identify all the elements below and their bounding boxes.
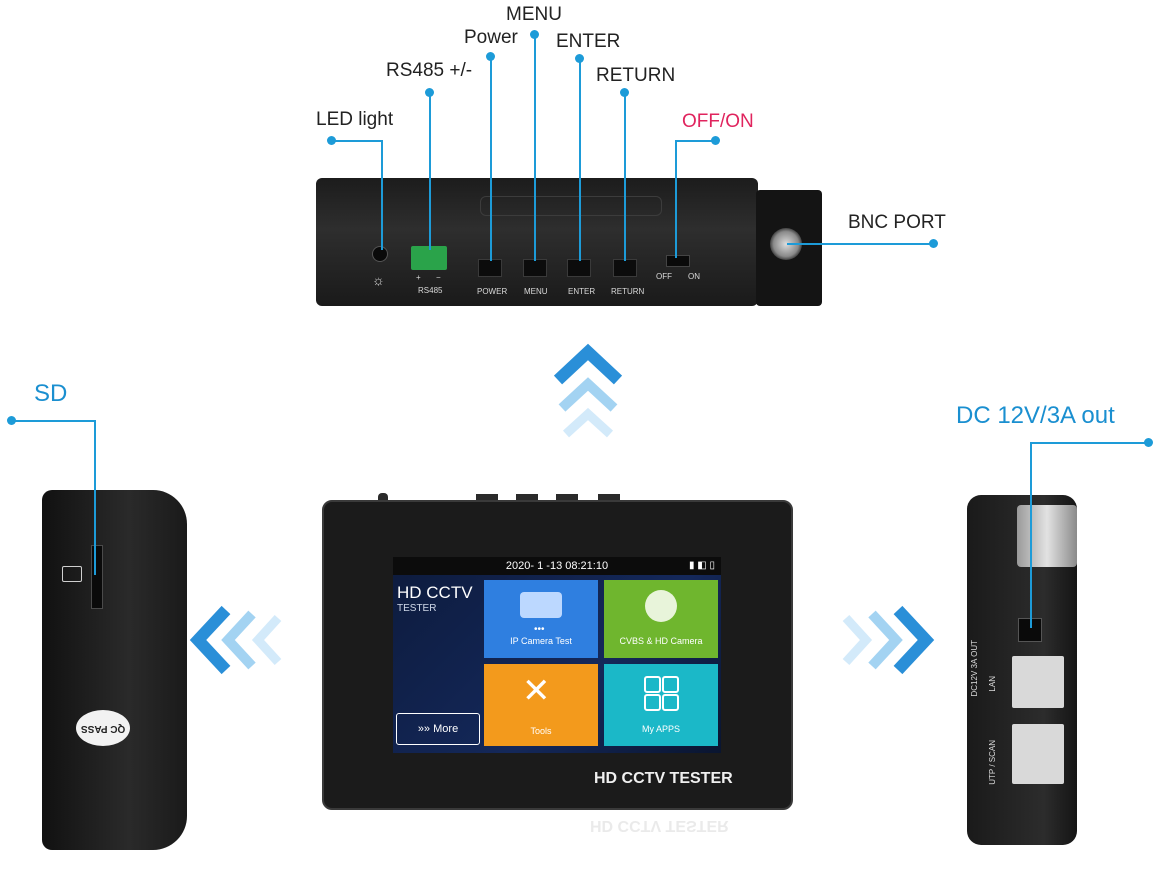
power-panel-label: POWER [477,287,508,296]
offon-callout-line-v [675,140,677,258]
front-top-button-4 [598,494,620,501]
screen-brand-title: HD CCTV [397,583,473,602]
dc-side-label: DC12V 3A OUT [970,640,979,697]
front-top-button-3 [556,494,578,501]
qc-pass-badge: QC PASS [76,710,130,746]
led-callout-line-h [332,140,382,142]
screen-status-bar: 2020- 1 -13 08:21:10 ▮ ◧ ▯ [393,557,721,575]
apps-grid-icon [644,676,679,711]
tile-tools[interactable]: ✕ Tools [484,664,598,746]
tile-my-apps[interactable]: My APPS [604,664,718,746]
led-callout-dot [327,136,336,145]
return-callout: RETURN [596,65,676,86]
left-chevrons-icon [189,605,282,675]
rs485-plus-label: + [416,273,421,282]
more-label: More [433,723,459,735]
ip-camera-icon [520,592,562,618]
offon-callout-line-h [676,140,716,142]
device-brand-reflection: HD CCTV TESTER [590,817,729,834]
sd-callout-dot [7,416,16,425]
brand-block: HD CCTV TESTER [397,583,473,614]
off-panel-label: OFF [656,272,672,281]
front-top-button-2 [516,494,538,501]
screen-brand-sub: TESTER [397,603,437,614]
offon-callout-dot [711,136,720,145]
rs485-callout-dot [425,88,434,97]
dc-out-callout: DC 12V/3A out [956,402,1115,429]
rs485-callout-line [429,92,431,250]
rs485-panel-label: RS485 [418,286,443,295]
qc-pass-text: QC PASS [80,722,126,734]
dc-callout-dot [1144,438,1153,447]
led-light-callout: LED light [316,109,394,130]
sd-card-slot [91,545,103,609]
led-light-indicator [372,246,388,262]
lan-side-label: LAN [988,676,997,692]
enter-callout-dot [575,54,584,63]
front-led [378,493,388,501]
tile-tools-label: Tools [530,726,552,736]
top-device-body [316,178,758,306]
tile-my-apps-label: My APPS [641,724,680,734]
bnc-port-callout: BNC PORT [848,212,946,233]
tile-ip-camera-test[interactable]: ••• IP Camera Test [484,580,598,658]
bnc-callout-dot [929,239,938,248]
power-switch[interactable] [666,255,690,267]
front-top-button-1 [476,494,498,501]
menu-button[interactable] [523,259,547,277]
rs485-callout: RS485 +/- [386,60,473,81]
sd-callout-line-v [94,420,96,575]
enter-panel-label: ENTER [568,287,596,296]
return-panel-label: RETURN [611,287,645,296]
tile-cvbs-hd-camera[interactable]: CVBS & HD Camera [604,580,718,658]
screen-datetime: 2020- 1 -13 08:21:10 [505,560,609,572]
menu-callout-line [534,34,536,261]
dome-camera-icon [645,590,677,622]
return-callout-line [624,92,626,261]
on-panel-label: ON [688,272,700,281]
enter-button[interactable] [567,259,591,277]
tile-ip-camera-label: IP Camera Test [510,636,572,646]
device-brand-label: HD CCTV TESTER [594,770,733,787]
return-callout-dot [620,88,629,97]
rs485-minus-label: − [436,273,441,282]
rs485-terminal [411,246,447,270]
bnc-side-connector [1017,505,1077,567]
top-device-groove [480,196,662,216]
lan-port [1012,656,1064,708]
off-on-callout: OFF/ON [682,111,754,132]
utp-side-label: UTP / SCAN [988,740,997,785]
sd-callout: SD [34,380,68,407]
bnc-callout-line [787,243,933,245]
bulb-icon: ☼ [372,272,385,288]
enter-callout: ENTER [556,31,621,52]
dc-out-jack [1018,618,1042,642]
device-screen: 2020- 1 -13 08:21:10 ▮ ◧ ▯ HD CCTV TESTE… [393,557,721,753]
power-callout: Power [464,27,518,48]
menu-callout: MENU [506,4,562,25]
dc-callout-line-h [1030,442,1148,444]
more-button[interactable]: »» More [396,713,480,745]
enter-callout-line [579,58,581,261]
tools-icon: ✕ [522,672,551,710]
power-callout-dot [486,52,495,61]
power-button[interactable] [478,259,502,277]
sd-callout-line-h [12,420,95,422]
menu-panel-label: MENU [524,287,548,296]
return-button[interactable] [613,259,637,277]
up-chevrons-icon [553,343,623,438]
menu-callout-dot [530,30,539,39]
tile-cvbs-label: CVBS & HD Camera [619,636,703,646]
dc-callout-line-v [1030,442,1032,628]
status-icons: ▮ ◧ ▯ [688,560,715,571]
left-side-device [42,490,187,850]
utp-scan-port [1012,724,1064,784]
sd-card-icon [62,566,82,582]
power-callout-line [490,56,492,261]
right-chevrons-icon [842,605,935,675]
more-arrows-icon: »» [417,723,431,735]
led-callout-line-v [381,140,383,250]
ip-camera-dots: ••• [534,624,545,635]
